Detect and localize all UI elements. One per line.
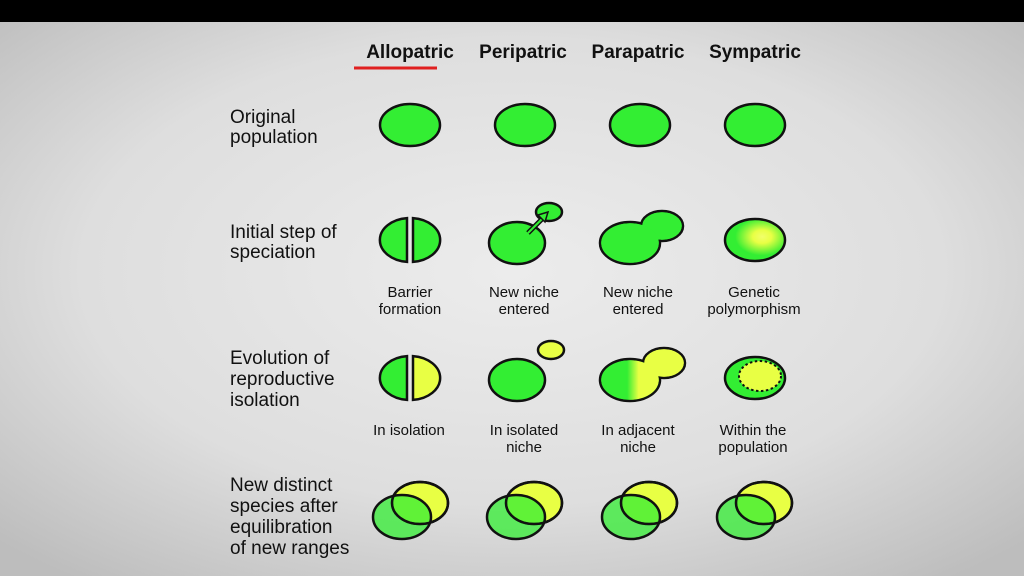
population-sympatric: [723, 102, 787, 148]
population-allopatric: [378, 102, 442, 148]
new-species-yellow-outline: [390, 480, 450, 526]
new-niche-peripatric-shape: [487, 201, 564, 266]
isolated-niche-shape: [487, 339, 566, 403]
new-species-green: [371, 493, 433, 541]
population-peripatric: [493, 102, 557, 148]
new-species-yellow-outline: [504, 480, 564, 526]
new-species-green: [600, 493, 662, 541]
new-species-yellow-outline: [619, 480, 679, 526]
new-niche-parapatric-shape: [598, 209, 685, 266]
top-bar: [0, 0, 1024, 22]
column-headers: Allopatric Peripatric Parapatric Sympatr…: [366, 42, 801, 63]
barrier-formation-shape: [378, 216, 442, 264]
svg-text:In isolation: In isolation: [373, 422, 445, 439]
population-parapatric: [608, 102, 672, 148]
header-allopatric: Allopatric: [366, 42, 454, 63]
isolation-allopatric-shape: [378, 354, 442, 402]
within-population-shape: [723, 355, 787, 401]
new-species-yellow-outline: [734, 480, 794, 526]
new-species-green: [715, 493, 777, 541]
arrow-icon: [536, 210, 550, 224]
row-evolution-shapes: [378, 339, 787, 403]
adjacent-niche-shape: [598, 346, 687, 403]
new-species-green: [485, 493, 547, 541]
header-peripatric: Peripatric: [479, 42, 567, 63]
row-original-shapes: [378, 102, 787, 148]
row-new-species-shapes: [371, 480, 794, 541]
genetic-polymorphism-shape: [723, 217, 787, 263]
overlapping-species-peripatric: [485, 480, 564, 541]
header-parapatric: Parapatric: [592, 42, 685, 63]
header-sympatric: Sympatric: [709, 42, 801, 63]
overlapping-species-sympatric: [715, 480, 794, 541]
overlapping-species-allopatric: [371, 480, 450, 541]
row-initial-shapes: [378, 201, 787, 266]
overlapping-species-parapatric: [600, 480, 679, 541]
